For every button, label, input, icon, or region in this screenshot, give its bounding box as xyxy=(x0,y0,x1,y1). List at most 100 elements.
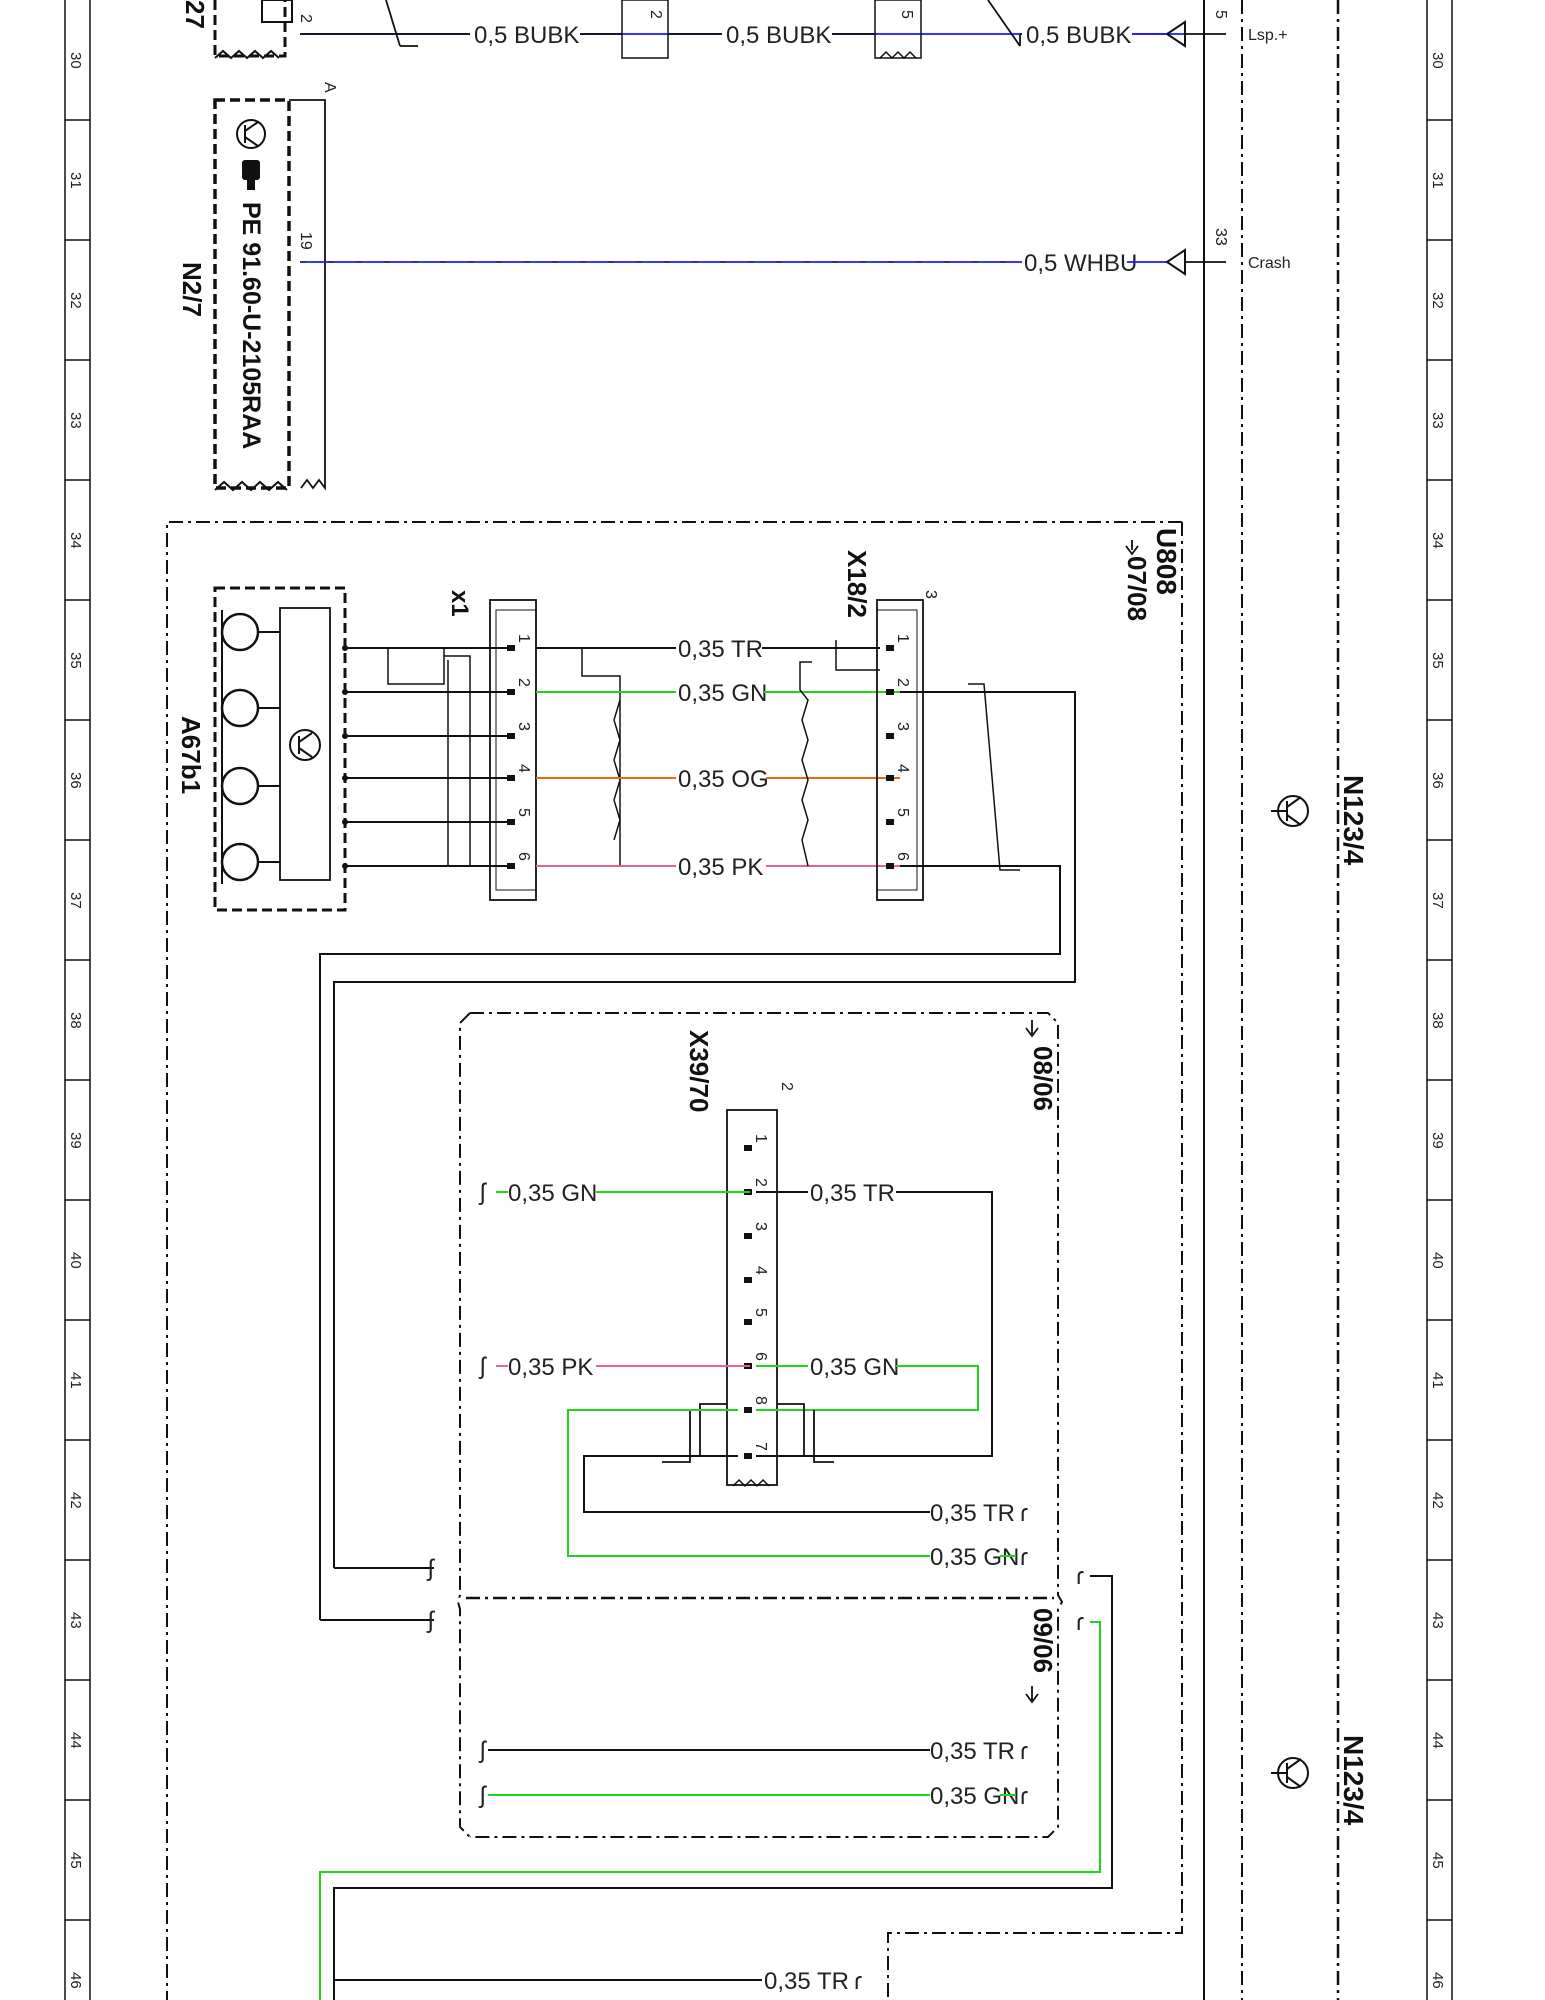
row-number: 44 xyxy=(1429,1732,1446,1749)
row-number: 45 xyxy=(67,1852,84,1869)
speaker-coil-icon xyxy=(220,610,280,884)
u808-range: 07/08 xyxy=(1122,556,1152,621)
u808-frame: U808 07/08 xyxy=(166,521,1183,2000)
n123-4-label: N123/4 xyxy=(1338,775,1369,866)
pin-label: 4 xyxy=(515,764,532,773)
break-mark-icon: ʃ xyxy=(478,1782,487,1809)
row-number: 30 xyxy=(1429,52,1446,69)
row-number: 38 xyxy=(1429,1012,1446,1029)
pin-label: 5 xyxy=(752,1308,769,1317)
wire-label: 0,5 BUBK xyxy=(474,22,579,49)
row-number: 38 xyxy=(67,1012,84,1029)
box-08-06: 08/06 09/06 xyxy=(456,1012,1064,1838)
pin-label: 2 xyxy=(297,14,314,23)
row-number: 34 xyxy=(67,532,84,549)
row-number: 39 xyxy=(67,1132,84,1149)
n2-7-part-number: PE 91.60-U-2105RAA xyxy=(237,202,265,449)
pin-label: 3 xyxy=(515,722,532,731)
wire-label: 0,35 TR xyxy=(930,1738,1015,1765)
break-mark-icon: ɾ xyxy=(1076,1609,1084,1636)
row-number: 36 xyxy=(67,772,84,789)
row-number: 46 xyxy=(67,1972,84,1989)
pin-label: 2 xyxy=(894,678,911,687)
wire-label: 0,35 TR xyxy=(810,1180,895,1207)
break-mark-icon: ʃ xyxy=(478,1737,487,1764)
n123-4-label: N123/4 xyxy=(1338,1735,1369,1826)
pin-label: 19 xyxy=(297,232,314,250)
row-number: 35 xyxy=(67,652,84,669)
pin-label: 5 xyxy=(894,808,911,817)
wire-label: 0,35 PK xyxy=(508,1354,593,1381)
pin-label: 1 xyxy=(894,634,911,643)
row-number: 42 xyxy=(1429,1492,1446,1509)
u808-label: U808 xyxy=(1151,528,1182,595)
wire-label: 0,35 PK xyxy=(678,854,763,881)
pin-label: 5 xyxy=(1212,10,1229,19)
pin-label: 2 xyxy=(752,1178,769,1187)
break-mark-icon: ɾ xyxy=(1020,1738,1028,1765)
row-number: 42 xyxy=(67,1492,84,1509)
transistor-symbol-icon xyxy=(289,729,321,761)
cable-x1-x18-2: 0,35 TR 0,35 GN 0,35 OG 0,35 PK xyxy=(536,636,900,881)
row-number: 39 xyxy=(1429,1132,1446,1149)
a67b1-label: A67b1 xyxy=(176,716,206,794)
row-number: 32 xyxy=(67,292,84,309)
wire-label: 0,35 GN xyxy=(810,1354,899,1381)
wire-label: 0,35 TR xyxy=(930,1500,1015,1527)
row-number: 40 xyxy=(67,1252,84,1269)
n2-7-letter: A xyxy=(321,82,338,93)
n2-7-module: A PE 91.60-U-2105RAA N2/7 19 0,5 WHBU 33… xyxy=(177,82,1291,492)
row-number: 37 xyxy=(67,892,84,909)
row-number: 31 xyxy=(1429,172,1446,189)
row-number: 41 xyxy=(67,1372,84,1389)
wire-label: 0,35 GN xyxy=(508,1180,597,1207)
wire-label: 0,5 BUBK xyxy=(726,22,831,49)
hand-pointer-icon xyxy=(242,160,260,190)
break-mark-icon: ʃ xyxy=(478,1179,487,1206)
wire-label: 0,5 WHBU xyxy=(1024,250,1137,277)
row-number: 32 xyxy=(1429,292,1446,309)
box-09-06-range: 09/06 xyxy=(1028,1608,1058,1673)
row-number: 44 xyxy=(67,1732,84,1749)
row-number: 34 xyxy=(1429,532,1446,549)
row-number: 43 xyxy=(67,1612,84,1629)
row-number: 45 xyxy=(1429,1852,1446,1869)
wire-label: 0,35 GN xyxy=(678,680,767,707)
pin-label: 1 xyxy=(752,1134,769,1143)
row-number: 35 xyxy=(1429,652,1446,669)
x18-2-number: 3 xyxy=(922,590,939,599)
pin-label: 6 xyxy=(894,852,911,861)
box-09-06-wires: ʃ 0,35 TR ɾ ʃ 0,35 GN ɾ ɾ ɾ 0,35 TR ɾ xyxy=(319,1563,1113,2000)
row-number: 37 xyxy=(1429,892,1446,909)
pin-label: 6 xyxy=(752,1352,769,1361)
crash-label: Crash xyxy=(1248,255,1291,272)
break-mark-icon: ɾ xyxy=(1020,1500,1028,1527)
break-mark-icon: ɾ xyxy=(854,1968,862,1995)
row-number: 36 xyxy=(1429,772,1446,789)
x18-2-label: X18/2 xyxy=(842,550,872,618)
row-number: 33 xyxy=(1429,412,1446,429)
transistor-symbol-icon xyxy=(1271,795,1309,827)
break-mark-icon: ʃ xyxy=(478,1353,487,1380)
transistor-symbol-icon xyxy=(236,119,266,149)
wire-label: 0,5 BUBK xyxy=(1026,22,1131,49)
wire-label: 0,35 TR xyxy=(764,1968,849,1995)
wire-label: 0,35 OG xyxy=(678,766,769,793)
break-mark-icon: ɾ xyxy=(1076,1563,1084,1590)
pin-label: 4 xyxy=(752,1266,769,1275)
pin-label: 33 xyxy=(1212,228,1229,246)
wire-label: 0,35 TR xyxy=(678,636,763,663)
transistor-symbol-icon xyxy=(1271,1757,1309,1789)
x39-70-number: 2 xyxy=(778,1082,795,1091)
pin-label: 2 xyxy=(647,10,664,19)
partial-connector-label: 27 xyxy=(180,0,210,29)
wire-label: 0,35 GN xyxy=(930,1783,1019,1810)
n123-4-frame xyxy=(1203,0,1340,2000)
box-08-06-range: 08/06 xyxy=(1028,1046,1058,1111)
pin-label: 5 xyxy=(515,808,532,817)
